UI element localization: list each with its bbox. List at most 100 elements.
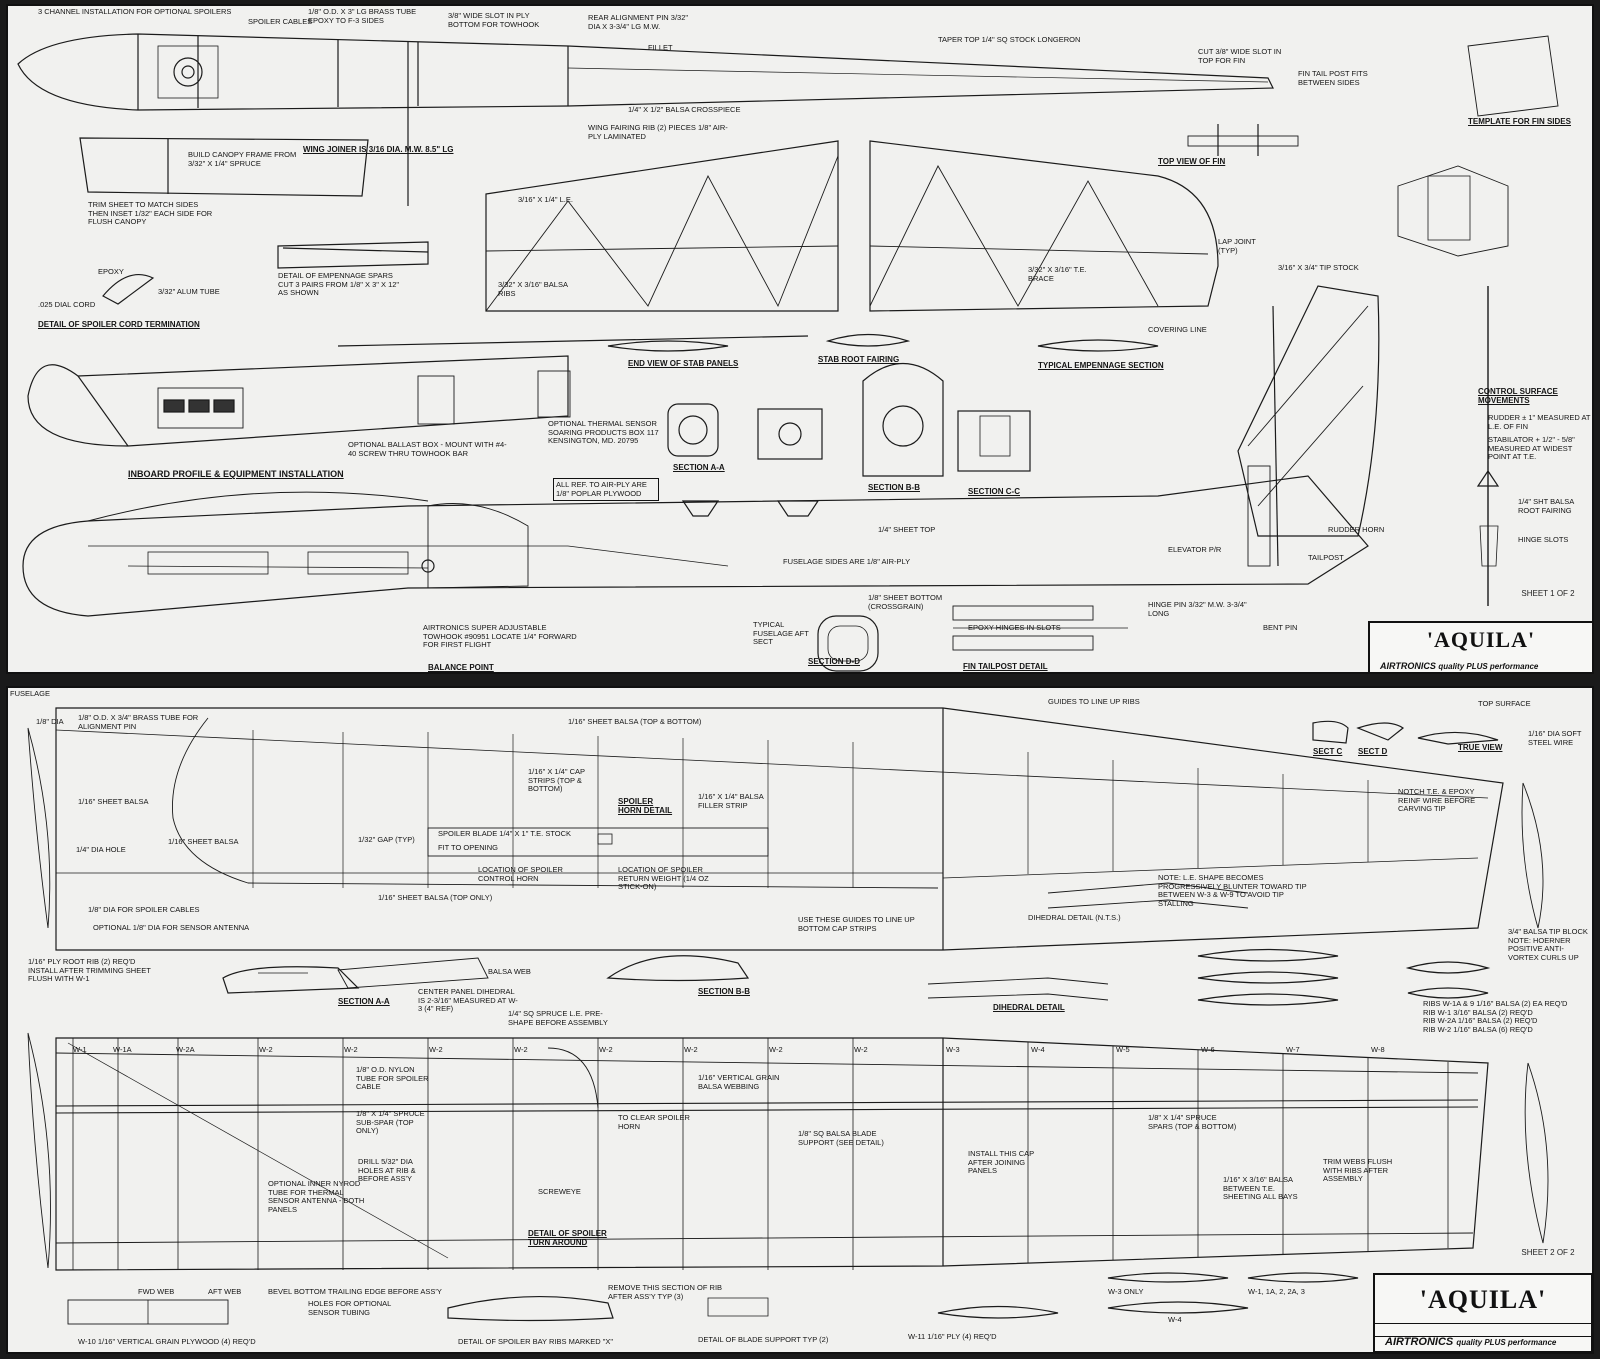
- label-gap: 1/32" GAP (TYP): [358, 835, 415, 844]
- rib-station-label: W-2: [599, 1045, 613, 1054]
- rib-station-label: W-2: [344, 1045, 358, 1054]
- label-nylon-tube: 1/8" O.D. NYLON TUBE FOR SPOILER CABLE: [356, 1065, 429, 1091]
- label-remove-section: REMOVE THIS SECTION OF RIB AFTER ASS'Y T…: [608, 1283, 723, 1301]
- label-turn-around: DETAIL OF SPOILER TURN AROUND: [528, 1229, 607, 1247]
- label-ballast-box: OPTIONAL BALLAST BOX - MOUNT WITH #4-40 …: [348, 440, 507, 458]
- label-sheet-bottom: 1/8" SHEET BOTTOM (CROSSGRAIN): [868, 593, 943, 611]
- label-true-view: TRUE VIEW: [1458, 743, 1503, 752]
- rib-station-label: W-3: [946, 1045, 960, 1054]
- label-section-aa: SECTION A-A: [673, 463, 725, 472]
- label-root-rib: 1/16" PLY ROOT RIB (2) REQ'D INSTALL AFT…: [28, 957, 151, 983]
- label-spoiler-horn: SPOILER HORN DETAIL: [618, 797, 673, 815]
- label-covering-line: COVERING LINE: [1148, 325, 1207, 334]
- plan-sheet-1: 3 CHANNEL INSTALLATION FOR OPTIONAL SPOI…: [6, 4, 1594, 674]
- label-top-surface: TOP SURFACE: [1478, 699, 1531, 708]
- label-center-panel: CENTER PANEL DIHEDRAL IS 2-3/16" MEASURE…: [418, 987, 518, 1013]
- label-stab-root: STAB ROOT FAIRING: [818, 355, 900, 364]
- label-filler-strip: 1/16" X 1/4" BALSA FILLER STRIP: [698, 792, 764, 810]
- label-w11: W-11 1/16" PLY (4) REQ'D: [908, 1332, 997, 1341]
- rib-station-label: W-7: [1286, 1045, 1300, 1054]
- label-typical-emp: TYPICAL EMPENNAGE SECTION: [1038, 361, 1164, 370]
- label-aft-web: AFT WEB: [208, 1287, 242, 1296]
- title-block-2: 'AQUILA' AIRTRONICS quality PLUS perform…: [1373, 1273, 1592, 1352]
- label-install-cap: INSTALL THIS CAP AFTER JOINING PANELS: [968, 1149, 1034, 1175]
- label-towhook: AIRTRONICS SUPER ADJUSTABLE TOWHOOK #909…: [423, 623, 577, 649]
- label-typical-aft: TYPICAL FUSELAGE AFT SECT: [753, 620, 809, 646]
- label-trim-sheet: TRIM SHEET TO MATCH SIDES THEN INSET 1/3…: [88, 200, 213, 226]
- sheet-2-number: SHEET 2 OF 2: [1521, 1248, 1575, 1257]
- sheet-1-number: SHEET 1 OF 2: [1521, 589, 1575, 598]
- label-control-horn: LOCATION OF SPOILER CONTROL HORN: [478, 865, 563, 883]
- label-fillet: FILLET: [648, 43, 673, 52]
- label-sensor-antenna: OPTIONAL 1/8" DIA FOR SENSOR ANTENNA: [93, 923, 250, 932]
- label-brass-tube: 1/8" O.D. X 3" LG BRASS TUBE EPOXY TO F-…: [308, 7, 417, 25]
- label-wide-slot: 3/8" WIDE SLOT IN PLY BOTTOM FOR TOWHOOK: [448, 11, 540, 29]
- label-clear-horn: TO CLEAR SPOILER HORN: [618, 1113, 690, 1131]
- label-rear-pin: REAR ALIGNMENT PIN 3/32" DIA X 3-3/4" LG…: [588, 13, 689, 31]
- label-lap-joint: LAP JOINT (TYP): [1218, 237, 1256, 255]
- label-w10: W-10 1/16" VERTICAL GRAIN PLYWOOD (4) RE…: [78, 1337, 256, 1346]
- label-wing-joiner: WING JOINER IS 3/16 DIA. M.W. 8.5" LG: [303, 145, 454, 154]
- rib-station-label: W-2: [854, 1045, 868, 1054]
- label-balsa-ribs: 3/32" X 3/16" BALSA RIBS: [498, 280, 568, 298]
- label-fuselage: FUSELAGE: [10, 689, 51, 698]
- label-balance-point: BALANCE POINT: [428, 663, 494, 672]
- label-air-ply: ALL REF. TO AIR-PLY ARE 1/8" POPLAR PLYW…: [553, 478, 659, 501]
- label-hinge-pin: HINGE PIN 3/32" M.W. 3-3/4" LONG: [1148, 600, 1247, 618]
- label-vert-grain: 1/16" VERTICAL GRAIN BALSA WEBBING: [698, 1073, 780, 1091]
- label-spoiler-bay: DETAIL OF SPOILER BAY RIBS MARKED "X": [458, 1337, 614, 1346]
- label-le-stock: 3/16" X 1/4" L.E.: [518, 195, 573, 204]
- label-epoxy-hinges: EPOXY HINGES IN SLOTS: [968, 623, 1061, 632]
- label-tip-block: 3/4" BALSA TIP BLOCK NOTE: HOERNER POSIT…: [1508, 927, 1588, 962]
- label-rudder-horn: RUDDER HORN: [1328, 525, 1385, 534]
- label-sect-d: SECT D: [1358, 747, 1388, 756]
- label-template: TEMPLATE FOR FIN SIDES: [1468, 117, 1571, 126]
- label-control-surface: CONTROL SURFACE MOVEMENTS: [1478, 387, 1558, 405]
- rib-station-label: W-5: [1116, 1045, 1130, 1054]
- label-section-bb-2: SECTION B-B: [698, 987, 750, 996]
- label-rib-list: RIBS W-1A & 9 1/16" BALSA (2) EA REQ'D R…: [1423, 999, 1568, 1034]
- label-drill-holes: DRILL 5/32" DIA HOLES AT RIB & BEFORE AS…: [358, 1157, 416, 1183]
- sheet-1-drawing: [17, 33, 1559, 672]
- label-return-weight: LOCATION OF SPOILER RETURN WEIGHT (1/4 O…: [618, 865, 709, 891]
- label-sect-c: SECT C: [1313, 747, 1343, 756]
- label-sheet-tb: 1/16" SHEET BALSA (TOP & BOTTOM): [568, 717, 702, 726]
- label-balsa-web: BALSA WEB: [488, 967, 531, 976]
- label-sheet-balsa: 1/16" SHEET BALSA: [78, 797, 149, 806]
- label-w4: W-4: [1168, 1315, 1182, 1324]
- label-bent-pin: BENT PIN: [1263, 623, 1298, 632]
- label-end-view: END VIEW OF STAB PANELS: [628, 359, 739, 368]
- label-stab-move: STABILATOR + 1/2" - 5/8" MEASURED AT WID…: [1488, 435, 1575, 461]
- title-block-1: 'AQUILA' AIRTRONICS quality PLUS perform…: [1368, 621, 1592, 672]
- label-spoiler-cables: SPOILER CABLES: [248, 17, 313, 26]
- label-notch-te: NOTCH T.E. & EPOXY REINF WIRE BEFORE CAR…: [1398, 787, 1476, 813]
- label-root-fairing: 1/4" SHT BALSA ROOT FAIRING: [1518, 497, 1574, 515]
- label-fwd-web: FWD WEB: [138, 1287, 175, 1296]
- label-bottom-caps: USE THESE GUIDES TO LINE UP BOTTOM CAP S…: [798, 915, 915, 933]
- label-canopy-frame: BUILD CANOPY FRAME FROM 3/32" X 1/4" SPR…: [188, 150, 297, 168]
- label-screweye: SCREWEYE: [538, 1187, 581, 1196]
- label-crosspiece: 1/4" X 1/2" BALSA CROSSPIECE: [628, 105, 741, 114]
- title-aquila-2: 'AQUILA': [1419, 1285, 1547, 1314]
- label-dia: 1/8" DIA: [36, 717, 64, 726]
- rib-station-label: W-2A: [176, 1045, 195, 1054]
- rib-station-label: W-2: [259, 1045, 273, 1054]
- label-emp-spars: DETAIL OF EMPENNAGE SPARS CUT 3 PAIRS FR…: [278, 271, 400, 297]
- label-sheet-top-only: 1/16" SHEET BALSA (TOP ONLY): [378, 893, 493, 902]
- label-sheet-all-bays: 1/16" X 3/16" BALSA BETWEEN T.E. SHEETIN…: [1223, 1175, 1298, 1201]
- label-dia-hole: 1/4" DIA HOLE: [76, 845, 126, 854]
- label-bevel: BEVEL BOTTOM TRAILING EDGE BEFORE ASS'Y: [268, 1287, 442, 1296]
- brand-airtronics-2: AIRTRONICS quality PLUS performance: [1385, 1336, 1557, 1348]
- rib-station-label: W-8: [1371, 1045, 1385, 1054]
- label-brass-align: 1/8" O.D. X 3/4" BRASS TUBE FOR ALIGNMEN…: [78, 713, 199, 731]
- label-section-bb: SECTION B-B: [868, 483, 920, 492]
- label-spruce-spars: 1/8" X 1/4" SPRUCE SPARS (TOP & BOTTOM): [1148, 1113, 1237, 1131]
- label-section-cc: SECTION C-C: [968, 487, 1020, 496]
- label-spoiler-cables: 1/8" DIA FOR SPOILER CABLES: [88, 905, 200, 914]
- rib-station-label: W-2: [684, 1045, 698, 1054]
- label-blade-support-detail: DETAIL OF BLADE SUPPORT TYP (2): [698, 1335, 829, 1344]
- rib-station-label: W-2: [514, 1045, 528, 1054]
- label-w-list: W-1, 1A, 2, 2A, 3: [1248, 1287, 1305, 1296]
- label-alum-tube: 3/32" ALUM TUBE: [158, 287, 220, 296]
- rib-station-label: W-4: [1031, 1045, 1045, 1054]
